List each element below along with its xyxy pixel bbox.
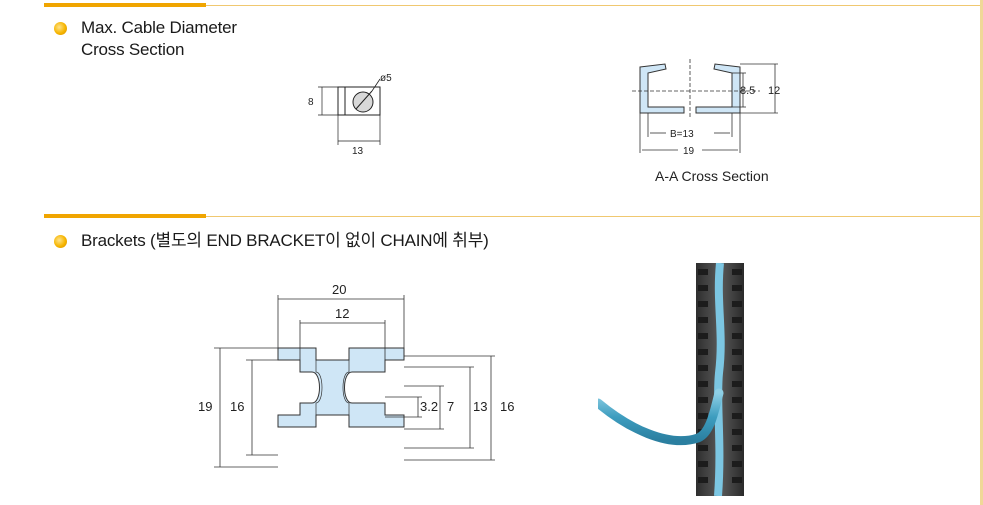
- section-divider-top: [44, 3, 983, 7]
- bullet-icon: [54, 235, 67, 248]
- dim-16-right-label: 16: [500, 399, 514, 414]
- bracket-diagram: 20 12 19 16 3.2 7 13 16: [198, 282, 514, 468]
- bullet-icon: [54, 22, 67, 35]
- section-divider-accent: [44, 214, 206, 218]
- section-title-line1: Max. Cable Diameter: [81, 18, 237, 37]
- dim-16-left-label: 16: [230, 399, 244, 414]
- section-divider-middle: [44, 214, 983, 218]
- dim-b13-label: B=13: [670, 129, 694, 140]
- section-divider-accent: [44, 3, 206, 7]
- dim-7-label: 7: [447, 399, 454, 414]
- cross-section-diagram: 8.5 12 B=13 19: [632, 59, 780, 157]
- section-title-cable-diameter: Max. Cable Diameter Cross Section: [81, 17, 237, 61]
- dim-19-label: 19: [198, 399, 212, 414]
- dim-12-label: 12: [335, 306, 349, 321]
- cable-diameter-diagram: ø5 8 13: [308, 73, 392, 157]
- dim-8-5-label: 8.5: [740, 85, 755, 97]
- section-title-line2: Cross Section: [81, 40, 185, 59]
- dim-13-label: 13: [473, 399, 487, 414]
- cable-chain-photo: [598, 263, 744, 496]
- diameter-label: ø5: [380, 73, 392, 84]
- height-label: 8: [308, 97, 314, 108]
- section-title-brackets: Brackets (별도의 END BRACKET이 없이 CHAIN에 취부): [81, 231, 489, 250]
- dim-3-2-label: 3.2: [420, 399, 438, 414]
- dim-20-label: 20: [332, 282, 346, 297]
- dim-19-label: 19: [683, 146, 695, 157]
- width-label: 13: [352, 146, 364, 157]
- cross-section-caption: A-A Cross Section: [655, 168, 769, 184]
- page-edge-marker: [980, 0, 983, 505]
- dim-12-label: 12: [768, 85, 780, 97]
